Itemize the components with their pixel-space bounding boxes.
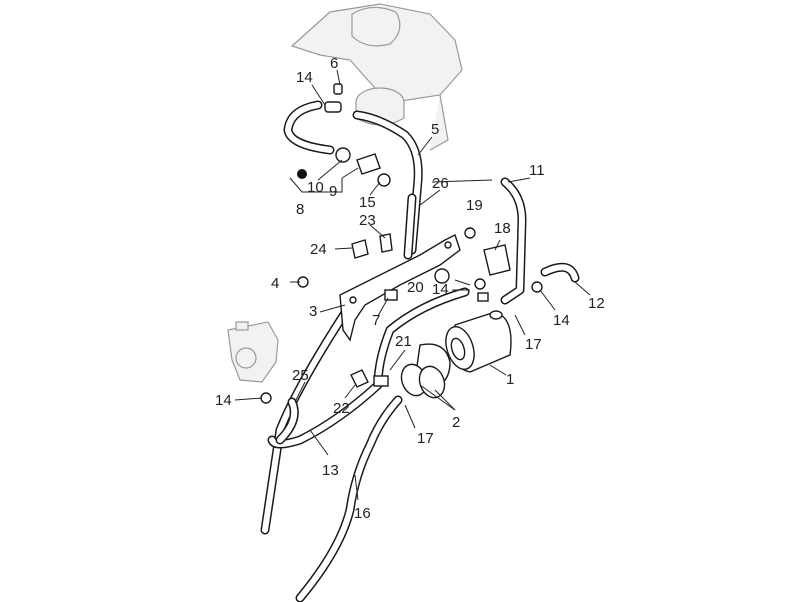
callout-26: 26 [432,175,449,192]
callout-13: 13 [322,462,339,479]
callout-10: 10 [307,179,324,196]
callout-1: 1 [506,371,514,388]
callout-24: 24 [310,241,327,258]
callout-14: 14 [296,69,313,86]
hose-end-dot [297,169,307,179]
callout-25: 25 [292,367,309,384]
callout-9: 9 [329,183,337,200]
callout-12: 12 [588,295,605,312]
callout-16: 16 [354,505,371,522]
callout-15: 15 [359,194,376,211]
callout-6: 6 [330,55,338,72]
small-parts [260,83,543,404]
callout-21: 21 [395,333,412,350]
callout-18: 18 [494,220,511,237]
callout-2: 2 [452,414,460,431]
callout-14-b: 14 [432,281,449,298]
callout-17: 17 [525,336,542,353]
callout-4: 4 [271,275,279,292]
fuel-tank [290,3,463,151]
callout-22: 22 [333,400,350,417]
callout-19: 19 [466,197,483,214]
throttle-body [227,321,279,383]
callout-23: 23 [359,212,376,229]
bracket-3 [339,234,461,342]
callout-5: 5 [431,121,439,138]
callout-17-b: 17 [417,430,434,447]
callout-labels: 6 14 5 10 9 8 15 26 11 19 23 18 24 4 20 … [215,55,605,522]
callout-8: 8 [296,201,304,218]
callout-3: 3 [309,303,317,320]
callout-11: 11 [529,162,545,179]
canister-1 [445,310,512,373]
callout-7: 7 [372,312,380,329]
callout-14-c: 14 [553,312,570,329]
leader-lines [234,69,591,501]
callout-14-d: 14 [215,392,232,409]
clamps-2 [400,343,451,399]
callout-20: 20 [407,279,424,296]
